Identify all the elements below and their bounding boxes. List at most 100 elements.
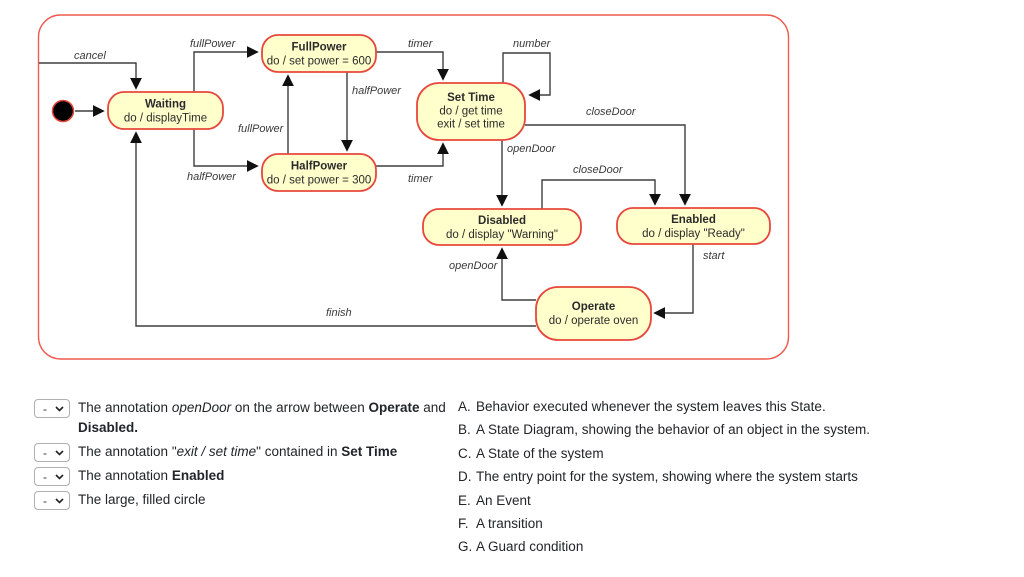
edge-enabled-operate [653,244,694,319]
state-action: do / operate oven [549,315,639,327]
question-text: The annotation openDoor on the arrow bet… [78,398,448,438]
state-title: Disabled [478,215,526,227]
answer-option-e: E. An Event [458,491,1018,511]
question-text-part: The annotation [78,468,172,483]
state-enabled: Enabled do / display "Ready" [616,207,771,245]
edge-label-cancel: cancel [74,50,106,62]
answer-select-3[interactable]: - [34,467,70,486]
edge-label-number: number [513,38,552,50]
question-text: The annotation Enabled [78,466,224,486]
answer-letter: C. [458,445,472,461]
question-text-part: Enabled [171,468,225,483]
answer-text: A Guard condition [476,539,584,555]
edge-label-start: start [703,250,725,262]
answer-text: A transition [476,515,543,531]
edge-number-selfloop [502,52,551,101]
state-title: Waiting [145,99,186,111]
state-action: do / get time [439,106,502,118]
edge-fullpower-settime [376,51,449,81]
state-action: do / displayTime [124,113,207,125]
state-title: Set Time [447,92,495,104]
select-value: - [43,469,47,484]
state-action: do / set power = 300 [267,175,372,187]
edge-operate-waiting-finish [130,131,536,327]
answer-select-4[interactable]: - [34,491,70,510]
edge-waiting-fullpower [193,46,259,92]
answer-option-b: B. A State Diagram, showing the behavior… [458,420,1018,440]
answer-select-2[interactable]: - [34,443,70,462]
state-action: do / set power = 600 [267,56,372,68]
edge-settime-enabled [525,124,691,206]
question-text-part: The annotation " [78,444,177,459]
edge-label-closedoor-disabled: closeDoor [573,164,624,176]
question-text: The large, filled circle [78,490,206,510]
question-text: The annotation "exit / set time" contain… [78,442,397,462]
question-text-part: exit / set time [176,444,257,459]
answer-text: The entry point for the system, showing … [476,469,858,485]
state-title: Operate [572,301,615,313]
edge-label-fullpower-mid: fullPower [238,123,285,135]
answer-text: A State Diagram, showing the behavior of… [476,422,870,438]
answer-letter: A. [458,399,471,414]
edge-label-halfpower-mid: halfPower [352,85,402,97]
edge-label-timer-top: timer [408,38,434,50]
answer-letter: G. [458,539,473,555]
answer-letter: F. [458,515,469,531]
question-text-part: on the arrow between [231,400,369,415]
question-text-part: Operate [368,400,420,415]
diagram-border [37,14,790,360]
question-text-part: The annotation [78,400,172,415]
select-value: - [43,493,47,508]
edge-label-finish: finish [326,307,352,319]
answer-text: An Event [476,492,531,508]
question-list: - The annotation openDoor on the arrow b… [34,398,462,514]
question-row-4: - The large, filled circle [34,490,462,510]
answer-option-d: D. The entry point for the system, showi… [458,467,1018,487]
edge-halfpower-settime [376,142,449,167]
question-row-3: - The annotation Enabled [34,466,462,486]
answer-letter: E. [458,492,471,508]
edge-label-fullpower-top: fullPower [190,38,237,50]
state-disabled: Disabled do / display "Warning" [422,208,582,246]
answer-letter: B. [458,422,471,438]
question-text-part: and [419,400,446,415]
question-text-part: openDoor [171,400,232,415]
state-operate: Operate do / operate oven [535,286,652,341]
answer-option-g: G. A Guard condition [458,537,1018,557]
edge-operate-disabled [496,247,536,301]
question-row-1: - The annotation openDoor on the arrow b… [34,398,462,438]
state-action: do / display "Warning" [446,229,558,241]
edge-label-closedoor-settime: closeDoor [586,106,637,118]
state-settime: Set Time do / get time exit / set time [416,82,526,141]
answer-option-list: A. Behavior executed whenever the system… [458,397,1018,561]
question-text-part: The large, filled circle [78,492,206,507]
initial-state-circle [51,99,75,123]
chevron-down-icon [55,497,64,504]
state-title: HalfPower [291,161,348,173]
edge-label-halfpower-bottom: halfPower [187,171,237,183]
state-halfpower: HalfPower do / set power = 300 [261,153,377,192]
edge-cancel [39,62,142,90]
select-value: - [43,445,47,460]
answer-option-c: C. A State of the system [458,444,1018,464]
question-text-part: Set Time [341,444,398,459]
answer-option-f: F. A transition [458,514,1018,534]
edge-label-opendoor-settime: openDoor [507,143,557,155]
answer-letter: D. [458,469,472,485]
state-waiting: Waiting do / displayTime [107,91,224,130]
state-action: exit / set time [437,119,505,131]
answer-text: A State of the system [476,445,604,461]
state-fullpower: FullPower do / set power = 600 [261,34,377,73]
chevron-down-icon [55,405,64,412]
question-text-part: " contained in [256,444,342,459]
edge-label-timer-bottom: timer [408,173,434,185]
edge-waiting-halfpower [193,129,259,172]
state-title: FullPower [292,42,347,54]
state-title: Enabled [671,214,716,226]
question-row-2: - The annotation "exit / set time" conta… [34,442,462,462]
state-action: do / display "Ready" [642,228,745,240]
select-value: - [43,401,47,416]
chevron-down-icon [55,449,64,456]
answer-select-1[interactable]: - [34,399,70,418]
